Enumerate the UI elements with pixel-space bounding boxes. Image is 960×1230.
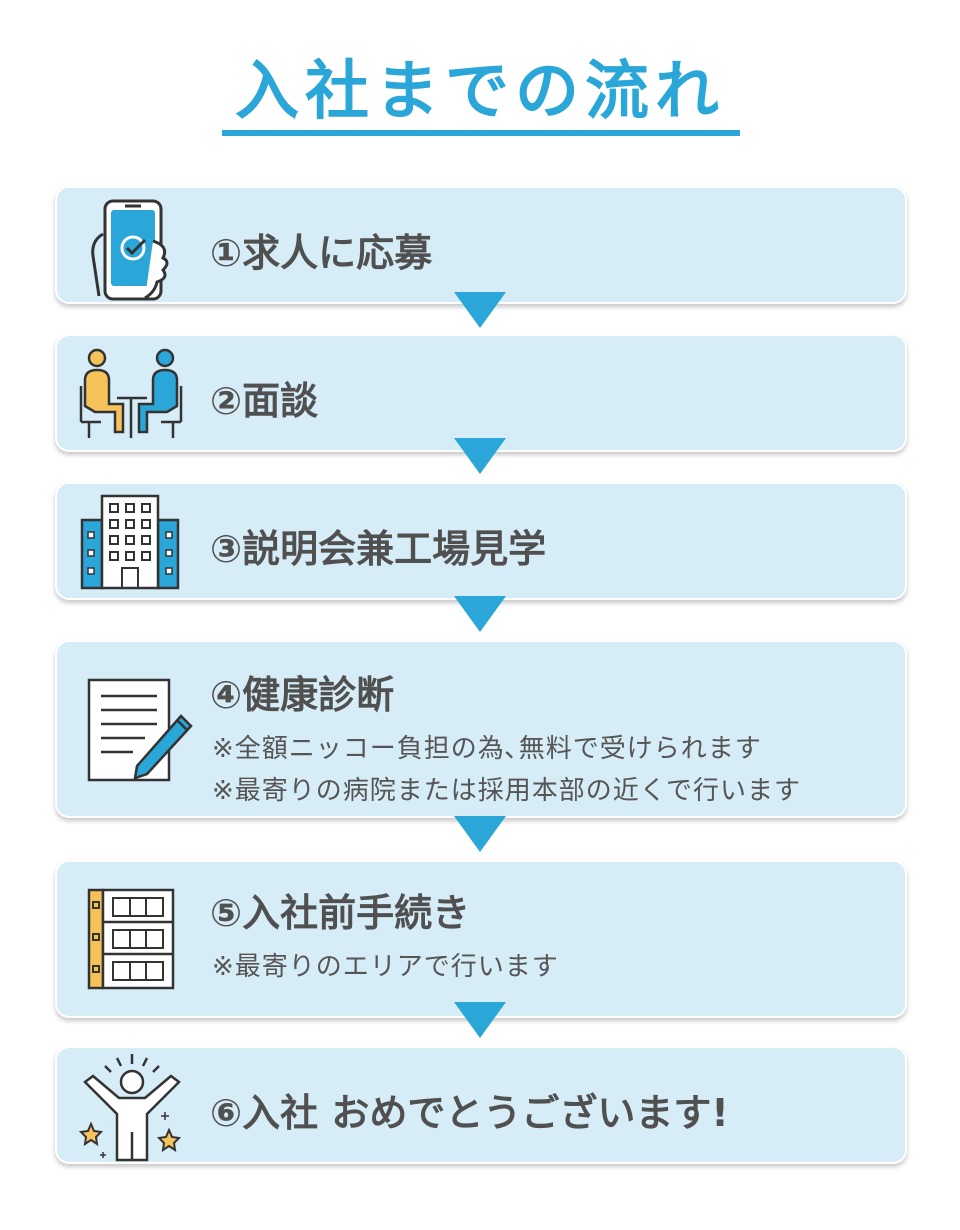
office-building-icon [80,492,180,596]
step-2-title: ②面談 [210,379,319,423]
apartment-building-icon [87,886,177,996]
step-4-title: ④健康診断 [210,673,395,717]
step-2-arrow [454,438,506,474]
page-title: 入社までの流れ [235,55,725,129]
step-4-note-2: ※最寄りの病院または採用本部の近くで行います [212,776,802,806]
step-3-card: ③説明会兼工場見学 [55,482,907,600]
step-5-note-1: ※最寄りのエリアで行います [212,952,559,982]
step-5-card: ⑤入社前手続き ※最寄りのエリアで行います [55,860,907,1018]
step-5-title: ⑤入社前手続き [210,891,471,935]
document-pen-icon [85,676,195,790]
step-4-note-1: ※全額ニッコー負担の為､無料で受けられます [212,734,762,764]
step-4-arrow [454,816,506,852]
step-3-title: ③説明会兼工場見学 [210,527,547,571]
smartphone-check-icon [83,196,173,308]
step-5-arrow [454,1002,506,1038]
step-2-card: ②面談 [55,334,907,452]
step-1-arrow [454,292,506,328]
step-3-arrow [454,596,506,632]
title-underline [222,130,740,136]
step-6-card: ⑥入社 おめでとうございます! [55,1046,907,1164]
celebrating-person-icon [77,1052,187,1166]
interview-people-icon [77,346,187,446]
step-1-title: ①求人に応募 [210,231,433,275]
step-6-title: ⑥入社 おめでとうございます! [210,1091,729,1135]
step-1-card: ①求人に応募 [55,186,907,304]
step-4-card: ④健康診断 ※全額ニッコー負担の為､無料で受けられます ※最寄りの病院または採用… [55,640,907,818]
